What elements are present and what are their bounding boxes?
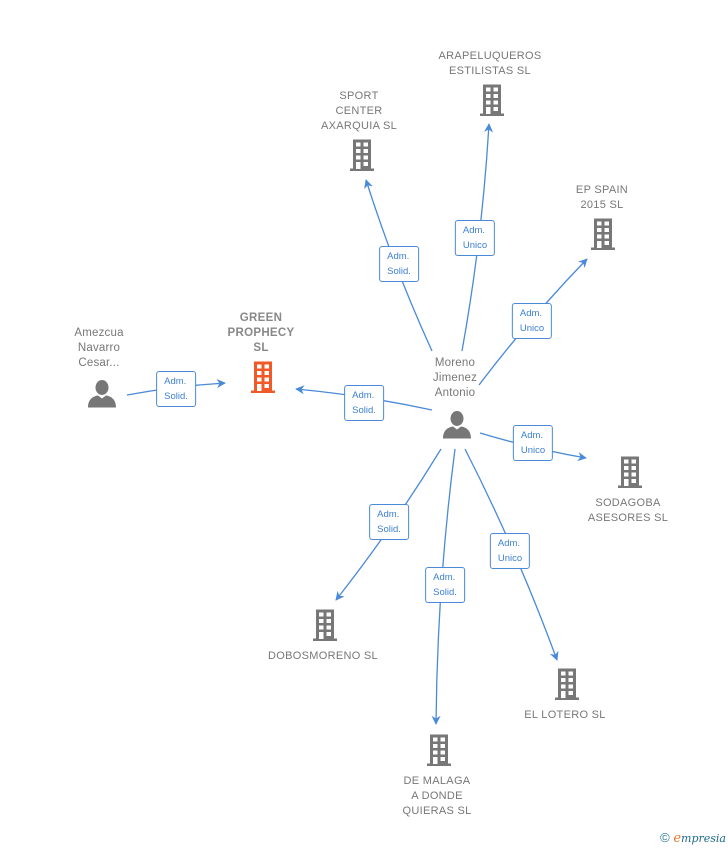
brand-name: mpresia [681,832,726,845]
node-label-amezcua[interactable]: Amezcua Navarro Cesar... [74,327,124,369]
node-label-dobos[interactable]: DOBOSMORENO SL [268,650,378,662]
node-label-demalaga[interactable]: DE MALAGA A DONDE QUIERAS SL [402,775,472,817]
edge-label-moreno-to-lotero[interactable]: Adm. Unico [489,533,531,569]
node-label-lotero[interactable]: EL LOTERO SL [524,709,606,721]
node-label-moreno[interactable]: Moreno Jimenez Antonio [432,357,478,399]
edge-label-moreno-to-arapel[interactable]: Adm. Unico [454,220,496,256]
node-label-arapel[interactable]: ARAPELUQUEROS ESTILISTAS SL [438,50,542,77]
node-label-green[interactable]: GREEN PROPHECY SL [227,312,295,354]
footer-credit: © empresia [660,830,726,846]
building-icon[interactable] [476,83,508,122]
copyright-symbol: © [660,830,670,845]
brand-initial: e [673,831,682,846]
edge-label-moreno-to-dobos[interactable]: Adm. Solid. [369,504,409,540]
building-icon[interactable] [247,360,279,399]
edge-label-moreno-to-green[interactable]: Adm. Solid. [344,385,384,421]
edge-label-moreno-to-epspain[interactable]: Adm. Unico [511,303,553,339]
node-label-sodagoba[interactable]: SODAGOBA ASESORES SL [587,497,669,524]
person-icon[interactable] [87,379,117,414]
node-label-sport[interactable]: SPORT CENTER AXARQUIA SL [320,90,398,132]
building-icon[interactable] [587,217,619,256]
edge-label-moreno-to-demalaga[interactable]: Adm. Solid. [425,567,465,603]
edge-label-amezcua-to-green[interactable]: Adm. Solid. [156,371,196,407]
building-icon[interactable] [423,733,455,772]
building-icon[interactable] [614,455,646,494]
building-icon[interactable] [309,608,341,647]
node-label-epspain[interactable]: EP SPAIN 2015 SL [575,184,629,211]
edge-label-moreno-to-sodagoba[interactable]: Adm. Unico [512,425,554,461]
building-icon[interactable] [551,667,583,706]
edge-label-moreno-to-sport[interactable]: Adm. Solid. [379,246,419,282]
building-icon[interactable] [346,138,378,177]
person-icon[interactable] [442,410,472,445]
